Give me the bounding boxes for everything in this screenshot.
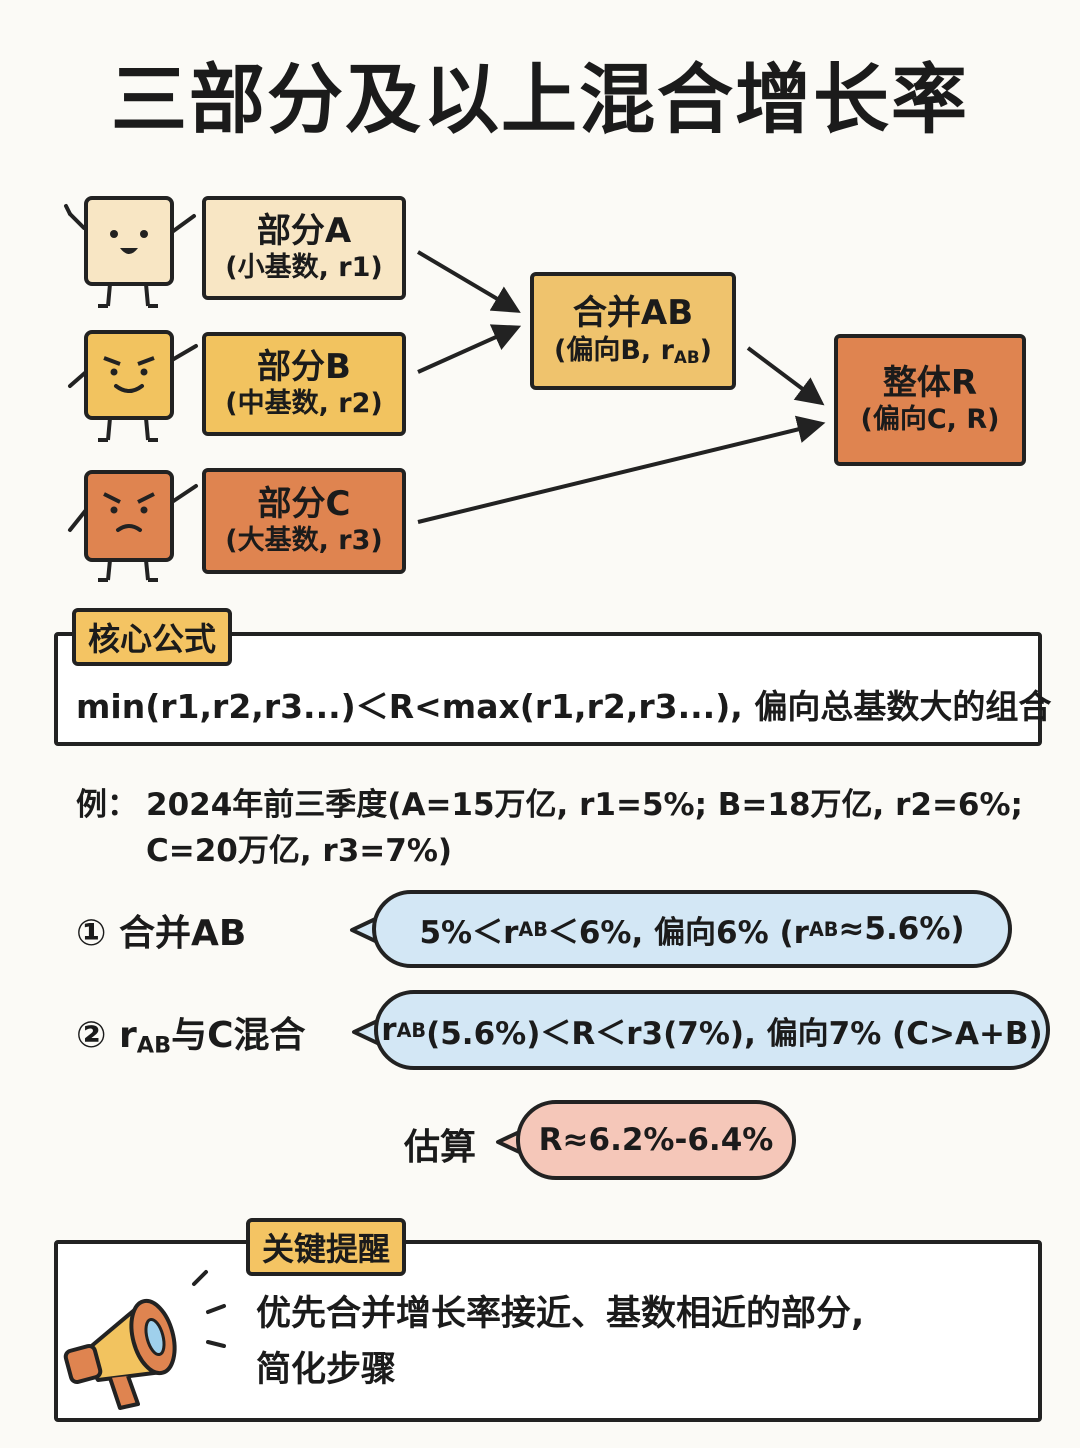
tip-panel (54, 1240, 1042, 1422)
node-part-c: 部分C (大基数, r3) (202, 468, 406, 574)
formula-text: min(r1,r2,r3...)＜R<max(r1,r2,r3...), 偏向总… (76, 687, 1052, 726)
character-b-icon (68, 330, 198, 442)
example-line-1: 2024年前三季度(A=15万亿, r1=5%; B=18万亿, r2=6%; (146, 787, 1023, 823)
arrow-a-to-ab (416, 250, 521, 313)
formula-tag: 核心公式 (72, 608, 233, 666)
node-total-r-detail: (偏向C, R) (860, 403, 1000, 435)
character-a-icon (64, 196, 196, 308)
node-part-b-detail: (中基数, r2) (225, 387, 383, 419)
arrow-ab-to-r (746, 346, 825, 406)
tip-line-1: 优先合并增长率接近、基数相近的部分, (256, 1294, 865, 1334)
flow-diagram (64, 196, 826, 582)
node-part-a-label: 部分A (256, 210, 352, 251)
node-total-r: 整体R (偏向C, R) (834, 334, 1026, 466)
node-merge-ab: 合并AB (偏向B, rAB) (530, 272, 736, 390)
estimate-label: 估算 (404, 1127, 477, 1168)
step-1-label: ① 合并AB (76, 913, 247, 954)
node-total-r-label: 整体R (882, 362, 978, 403)
estimate-bubble: R≈6.2%-6.4% (516, 1100, 796, 1180)
arrow-b-to-ab (417, 324, 522, 374)
node-part-a-detail: (小基数, r1) (225, 251, 383, 283)
page-title: 三部分及以上混合增长率 (111, 55, 969, 144)
node-part-b: 部分B (中基数, r2) (202, 332, 406, 436)
character-c-icon (68, 470, 198, 582)
node-part-a: 部分A (小基数, r1) (202, 196, 406, 300)
node-part-c-detail: (大基数, r3) (225, 524, 383, 556)
node-merge-ab-label: 合并AB (572, 293, 694, 334)
arrow-c-to-r (417, 415, 826, 524)
tip-tag: 关键提醒 (246, 1218, 407, 1276)
tip-line-2: 简化步骤 (256, 1350, 397, 1390)
megaphone-icon (63, 1270, 226, 1410)
node-part-c-label: 部分C (257, 483, 351, 524)
example-prefix: 例： (76, 787, 138, 823)
node-part-b-label: 部分B (257, 346, 351, 387)
node-merge-ab-detail: (偏向B, rAB) (554, 334, 712, 367)
example-line-2: C=20万亿, r3=7%) (146, 833, 453, 869)
step-2-label: ② rAB与C混合 (76, 1015, 306, 1059)
